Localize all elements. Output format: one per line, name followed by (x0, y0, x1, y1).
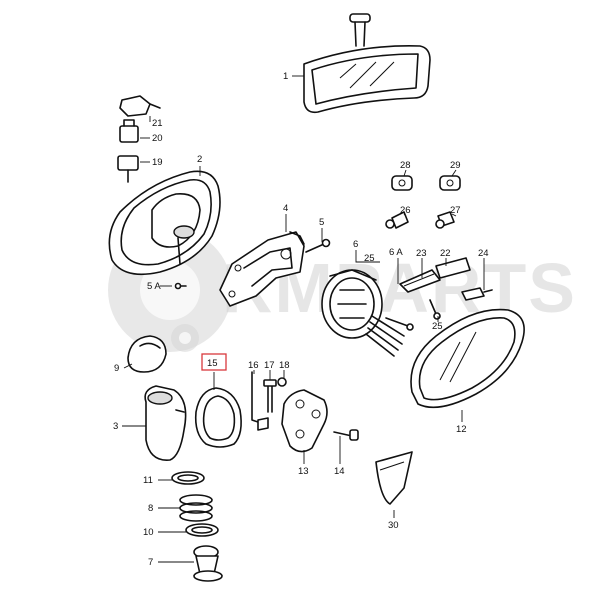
part-28-bulb-holder[interactable] (391, 175, 413, 191)
callout-5a[interactable]: 5 A (147, 281, 161, 292)
callout-labels: 1 2 3 4 5 5 A 6 6 A 7 8 9 10 11 12 13 14… (113, 71, 489, 568)
part-21-connector[interactable] (119, 95, 161, 117)
callout-23[interactable]: 23 (416, 248, 427, 259)
callout-16[interactable]: 16 (248, 360, 259, 371)
callout-14[interactable]: 14 (334, 466, 345, 477)
callout-21[interactable]: 21 (152, 118, 163, 129)
part-9-cover-cap[interactable] (127, 335, 167, 373)
part-23-module[interactable] (399, 269, 441, 293)
highlight-box (201, 353, 227, 371)
part-3-mirror-base[interactable] (144, 385, 187, 461)
callout-20[interactable]: 20 (152, 133, 163, 144)
part-2-mirror-housing[interactable] (108, 170, 221, 276)
part-30-tool[interactable] (375, 451, 413, 505)
callout-6[interactable]: 6 (353, 239, 358, 250)
callout-11[interactable]: 11 (143, 475, 153, 486)
callout-2[interactable]: 2 (197, 154, 202, 165)
callout-8[interactable]: 8 (148, 503, 153, 514)
callout-26[interactable]: 26 (400, 205, 411, 216)
part-16-clip[interactable] (251, 371, 269, 431)
leader-lines (122, 75, 485, 563)
callout-3[interactable]: 3 (113, 421, 118, 432)
part-14-pin[interactable] (333, 429, 359, 441)
part-20-connector[interactable] (119, 119, 139, 143)
callout-6a[interactable]: 6 A (389, 247, 403, 258)
part-5a-screw[interactable] (174, 282, 187, 290)
part-27-bulb[interactable] (435, 211, 455, 229)
part-8-spring[interactable] (179, 494, 213, 522)
callout-17[interactable]: 17 (264, 360, 275, 371)
callout-1[interactable]: 1 (283, 71, 288, 82)
callout-30[interactable]: 30 (388, 520, 399, 531)
part-7-sleeve[interactable] (193, 545, 223, 582)
callout-24[interactable]: 24 (478, 248, 489, 259)
part-4-mounting-bracket[interactable] (219, 231, 305, 307)
callout-5[interactable]: 5 (319, 217, 324, 228)
callout-19[interactable]: 19 (152, 157, 163, 168)
callout-12[interactable]: 12 (456, 424, 467, 435)
part-18-nut[interactable] (277, 377, 287, 387)
part-6a-screw[interactable] (385, 317, 414, 331)
part-19-connector[interactable] (117, 155, 139, 183)
part-22-module[interactable] (435, 257, 471, 279)
part-12-mirror-glass[interactable] (410, 308, 525, 409)
part-10-ring[interactable] (185, 523, 219, 537)
callout-4[interactable]: 4 (283, 203, 288, 214)
callout-13[interactable]: 13 (298, 466, 309, 477)
part-17-screw[interactable] (263, 379, 277, 413)
callout-22[interactable]: 22 (440, 248, 451, 259)
callout-29[interactable]: 29 (450, 160, 461, 171)
part-24-plug[interactable] (461, 287, 493, 301)
callout-28[interactable]: 28 (400, 160, 411, 171)
callout-10[interactable]: 10 (143, 527, 154, 538)
callout-9[interactable]: 9 (114, 363, 119, 374)
part-29-bulb-holder[interactable] (439, 175, 461, 191)
callout-15[interactable]: 15 (207, 358, 218, 369)
callout-18[interactable]: 18 (279, 360, 290, 371)
callout-7[interactable]: 7 (148, 557, 153, 568)
part-25-screw[interactable] (429, 299, 441, 320)
part-11-ring[interactable] (171, 471, 205, 485)
part-15-gasket[interactable] (194, 387, 242, 448)
callout-25-upper[interactable]: 25 (364, 253, 375, 264)
part-1-rear-view-mirror[interactable] (303, 13, 431, 114)
part-13-mounting-plate[interactable] (281, 389, 328, 453)
part-5-screw[interactable] (305, 238, 331, 253)
callout-25-lower[interactable]: 25 (432, 321, 443, 332)
part-26-bulb[interactable] (385, 211, 409, 229)
part-6-adjusting-motor[interactable] (321, 269, 405, 357)
callout-27[interactable]: 27 (450, 205, 461, 216)
